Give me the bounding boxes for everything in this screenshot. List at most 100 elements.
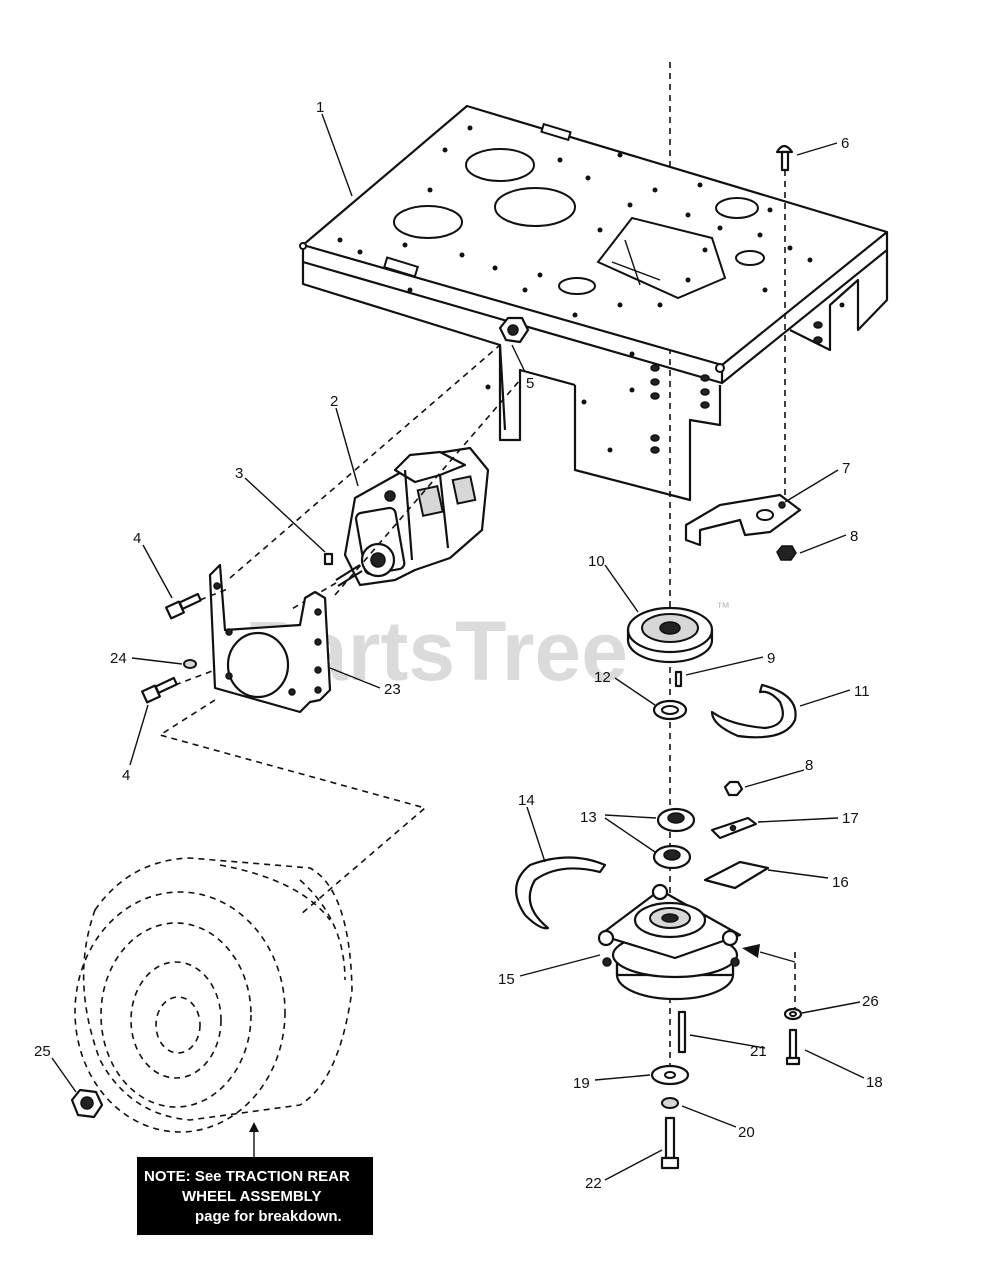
- leader-11: [799, 689, 851, 707]
- leader-17: [757, 817, 839, 823]
- leader-13b: [604, 817, 656, 853]
- leader-21: [689, 1034, 766, 1049]
- spacer-part-14: [515, 856, 607, 930]
- key-part-9: [674, 670, 683, 688]
- callout-18: 18: [866, 1074, 883, 1091]
- bolt-part-22: [660, 1116, 680, 1170]
- leader-5: [511, 344, 526, 373]
- leader-14: [526, 806, 546, 863]
- leader-25: [51, 1057, 77, 1093]
- note-line-1: NOTE: See TRACTION REAR: [144, 1168, 350, 1185]
- callout-4-upper: 4: [133, 530, 141, 547]
- washer-part-19: [650, 1064, 690, 1086]
- leader-1: [321, 113, 353, 197]
- pump-part-2: [335, 446, 490, 587]
- callout-17: 17: [842, 810, 859, 827]
- callout-10: 10: [588, 553, 605, 570]
- leader-10: [604, 564, 639, 613]
- callout-5: 5: [526, 375, 534, 392]
- callout-19: 19: [573, 1075, 590, 1092]
- washer-part-20: [661, 1097, 679, 1109]
- washer-part-24: [183, 659, 197, 669]
- leader-7: [784, 469, 839, 503]
- callout-7: 7: [842, 460, 850, 477]
- leader-19: [594, 1074, 651, 1081]
- leader-3: [244, 477, 326, 553]
- bolt-part-4-lower: [141, 676, 178, 704]
- leader-22: [604, 1149, 663, 1181]
- note-pointer-arrow: [249, 1122, 259, 1132]
- leader-16: [767, 869, 829, 879]
- bolt-4-axis-lower: [174, 669, 216, 686]
- callout-20: 20: [738, 1124, 755, 1141]
- bracket-part-7: [684, 493, 802, 547]
- note-line-2: WHEEL ASSEMBLY: [182, 1188, 322, 1205]
- leader-12: [614, 677, 656, 706]
- frame-part-1: [299, 104, 889, 502]
- nut-part-5: [498, 316, 530, 344]
- pulley-part-10: [626, 606, 714, 664]
- leader-13a: [604, 814, 657, 819]
- washer-part-12: [652, 699, 688, 721]
- callout-21: 21: [750, 1043, 767, 1060]
- bolt-part-6: [775, 144, 794, 172]
- leader-24: [131, 657, 183, 665]
- bracket-axis-mid: [334, 379, 521, 596]
- callout-24: 24: [110, 650, 127, 667]
- callout-11: 11: [854, 683, 870, 700]
- wheel-assembly: [74, 857, 353, 1133]
- leader-18: [804, 1049, 865, 1079]
- callout-25: 25: [34, 1043, 51, 1060]
- bearing-part-13-upper: [656, 807, 696, 833]
- bolt-4-axis-upper: [199, 587, 231, 601]
- callout-3: 3: [235, 465, 243, 482]
- callout-8-upper: 8: [850, 528, 858, 545]
- clutch-arrow-line: [759, 951, 796, 963]
- bolt-part-4-upper: [165, 592, 202, 620]
- callout-26: 26: [862, 993, 879, 1010]
- note-box: NOTE: See TRACTION REAR WHEEL ASSEMBLY p…: [137, 1157, 373, 1235]
- bolt-part-18: [785, 1028, 801, 1066]
- nut-part-8-upper: [776, 545, 797, 561]
- leader-2: [335, 407, 359, 487]
- callout-14: 14: [518, 792, 535, 809]
- bearing-part-13-lower: [652, 844, 692, 870]
- callout-2: 2: [330, 393, 338, 410]
- leader-23: [329, 667, 381, 689]
- key-part-3: [323, 552, 334, 566]
- callout-15: 15: [498, 971, 515, 988]
- clutch-part-15: [597, 883, 742, 1001]
- callout-1: 1: [316, 99, 324, 116]
- callout-12: 12: [594, 669, 611, 686]
- callout-23: 23: [384, 681, 401, 698]
- leader-8b: [744, 769, 805, 788]
- watermark-trademark: ™: [716, 599, 730, 615]
- callout-16: 16: [832, 874, 849, 891]
- callout-4-lower: 4: [122, 767, 130, 784]
- callout-13: 13: [580, 809, 597, 826]
- leader-4a: [142, 544, 173, 599]
- callout-8-lower: 8: [805, 757, 813, 774]
- clutch-arrow-head: [742, 944, 760, 958]
- nut-part-8-lower: [723, 780, 744, 797]
- leader-9: [685, 656, 764, 676]
- leader-4b: [129, 704, 149, 766]
- leader-20: [681, 1105, 737, 1128]
- leader-8a: [799, 534, 847, 554]
- leader-15: [519, 954, 601, 977]
- wheel-link-dashed: [158, 699, 427, 916]
- note-line-3: page for breakdown.: [195, 1208, 342, 1225]
- bracket-part-23: [208, 563, 332, 714]
- leader-26: [801, 1001, 861, 1014]
- spacer-part-11: [710, 683, 797, 739]
- block-part-16: [703, 860, 770, 890]
- pin-part-21: [677, 1010, 687, 1054]
- lugnut-part-25: [70, 1088, 104, 1119]
- leader-6: [796, 142, 838, 156]
- bracket-axis-upper: [229, 344, 501, 579]
- callout-9: 9: [767, 650, 775, 667]
- callout-22: 22: [585, 1175, 602, 1192]
- callout-6: 6: [841, 135, 849, 152]
- washer-part-26: [783, 1007, 803, 1021]
